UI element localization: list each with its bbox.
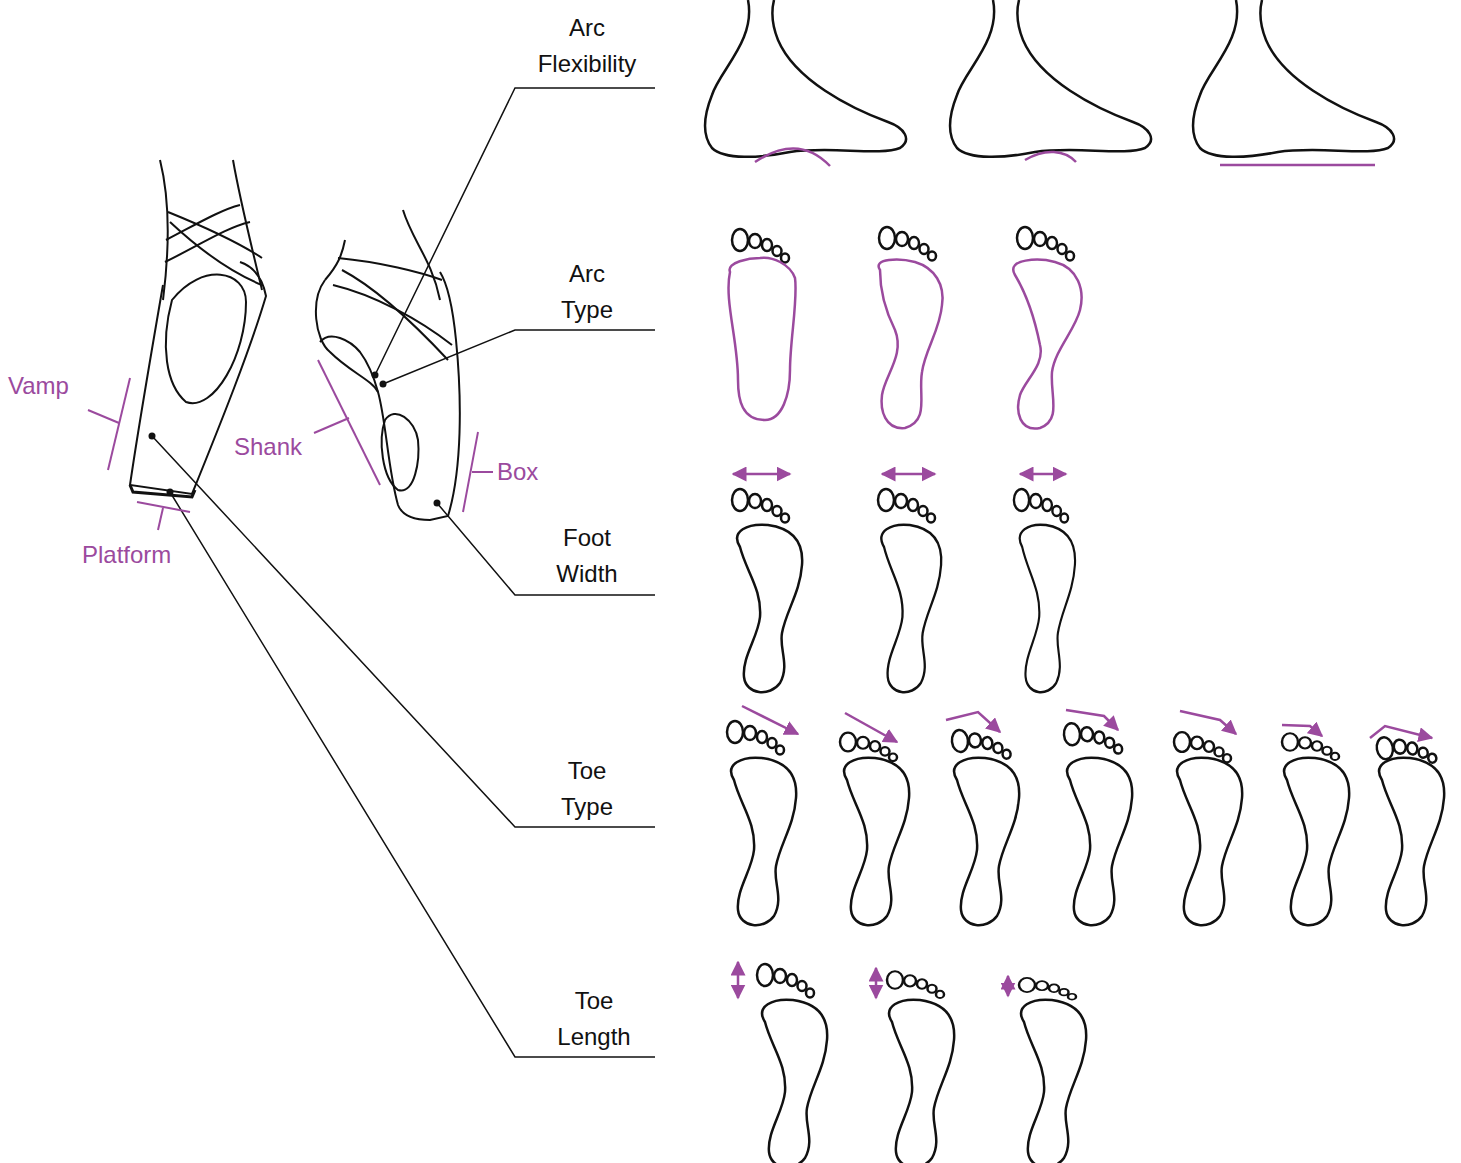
part-label: Platform <box>82 537 171 573</box>
toe-length-feet <box>738 962 1086 1163</box>
arc-flexibility-feet <box>705 0 1394 166</box>
part-label: Shank <box>234 429 302 465</box>
arc-type-feet <box>729 227 1082 429</box>
category-label: Foot Width <box>556 520 617 592</box>
leader-dots <box>149 372 441 507</box>
part-brackets <box>88 360 493 530</box>
category-label: Arc Flexibility <box>538 10 637 82</box>
leader-lines <box>152 88 655 1057</box>
pointe-shoe-side <box>316 210 460 520</box>
toe-type-feet <box>727 706 1444 925</box>
part-label: Box <box>497 454 538 490</box>
part-label: Vamp <box>8 368 69 404</box>
foot-width-feet <box>732 474 1075 692</box>
category-label: Arc Type <box>561 256 613 328</box>
category-label: Toe Type <box>561 753 613 825</box>
category-label: Toe Length <box>557 983 630 1055</box>
